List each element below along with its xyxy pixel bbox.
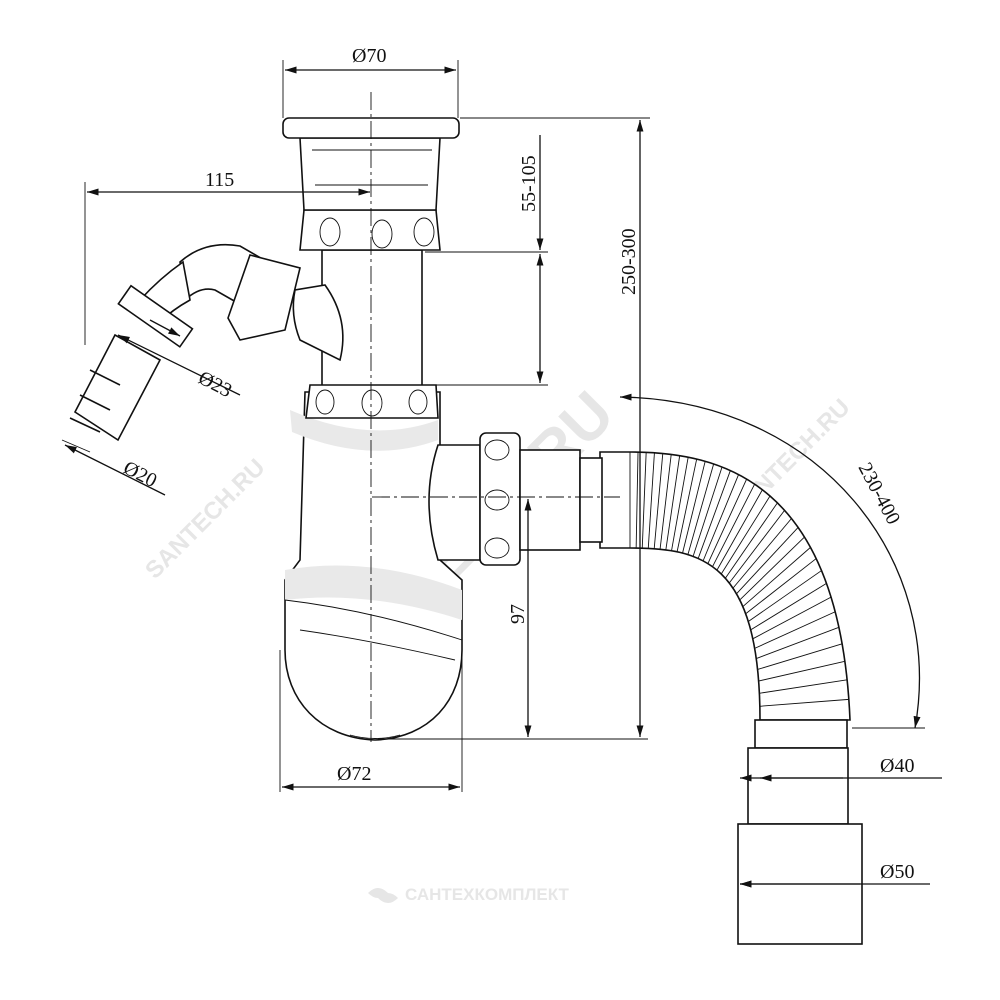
nut-lobes — [315, 217, 435, 417]
dim-diameter-23: Ø23 — [195, 367, 236, 402]
dim-height-97: 97 — [507, 604, 529, 624]
dim-length-115: 115 — [205, 169, 234, 191]
outlet-adapter — [737, 719, 863, 945]
dim-height-250-300: 250-300 — [618, 228, 640, 295]
siphon-body — [284, 391, 463, 741]
side-inlet-elbow — [69, 243, 344, 442]
dim-diameter-72: Ø72 — [337, 763, 371, 785]
side-outlet — [428, 432, 603, 566]
corrugated-hose — [599, 451, 851, 721]
dim-length-230-400: 230-400 — [854, 459, 905, 528]
dim-diameter-50: Ø50 — [880, 861, 914, 883]
brand-logo-icon — [368, 888, 398, 903]
dimension-lines — [61, 60, 942, 888]
dim-diameter-40: Ø40 — [880, 755, 914, 777]
center-axes — [370, 92, 620, 742]
dim-height-55-105: 55-105 — [518, 155, 540, 212]
dim-diameter-20: Ø20 — [120, 457, 161, 492]
dim-diameter-70: Ø70 — [352, 45, 386, 67]
watermark-brand: САНТЕХКОМПЛЕКТ — [405, 885, 570, 904]
